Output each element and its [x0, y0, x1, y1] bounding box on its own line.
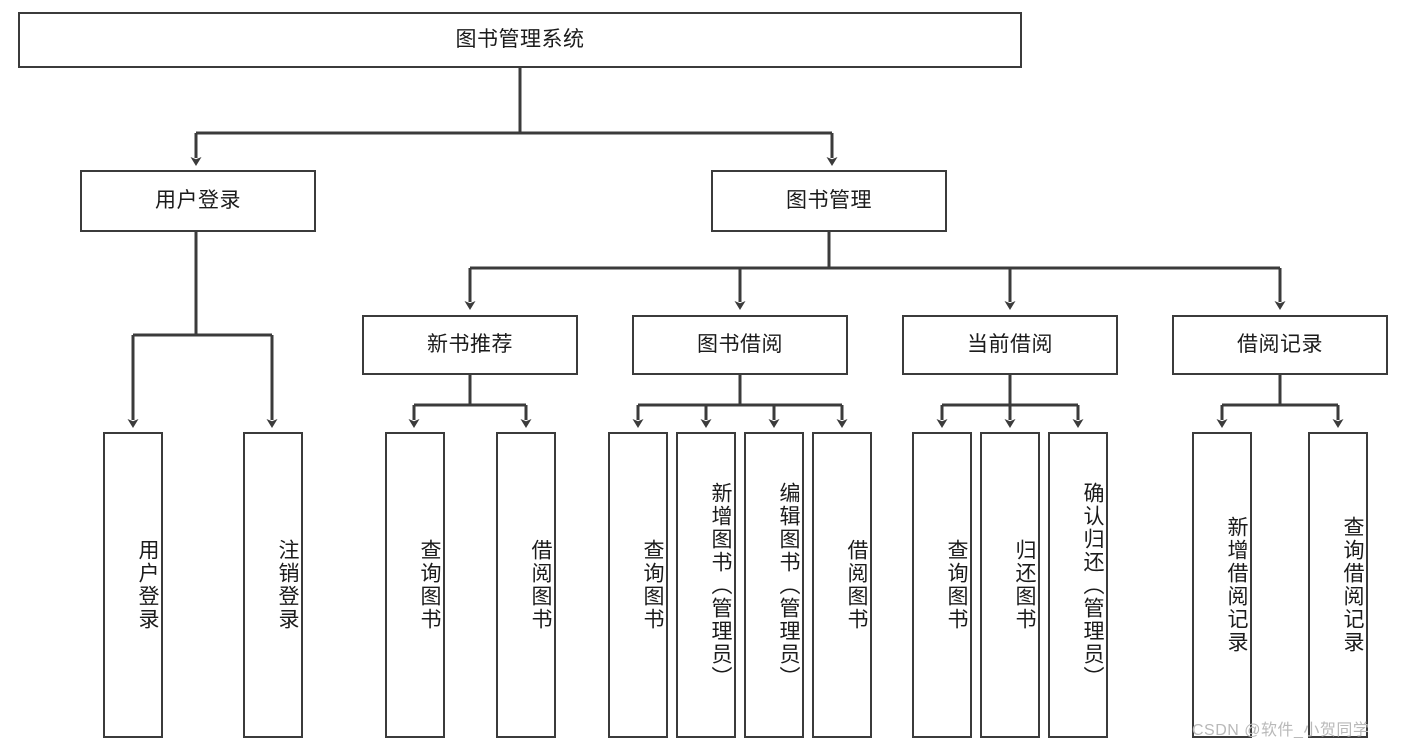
leaf-user-login-logout[interactable]: 注销登录 — [243, 432, 303, 738]
leaf-label: 确认归还（管理员） — [1081, 481, 1104, 689]
leaf-label: 新增图书（管理员） — [709, 481, 732, 689]
leaf-book-borrow-query[interactable]: 查询图书 — [608, 432, 668, 738]
node-root[interactable]: 图书管理系统 — [18, 12, 1022, 68]
leaf-label: 编辑图书（管理员） — [777, 481, 800, 689]
leaf-book-borrow-borrow[interactable]: 借阅图书 — [812, 432, 872, 738]
leaf-label: 查询图书 — [945, 539, 968, 631]
leaf-new-book-query[interactable]: 查询图书 — [385, 432, 445, 738]
leaf-label: 归还图书 — [1013, 539, 1036, 631]
leaf-new-book-borrow[interactable]: 借阅图书 — [496, 432, 556, 738]
node-book-management[interactable]: 图书管理 — [711, 170, 947, 232]
watermark-text: CSDN @软件_小贺同学 — [1192, 722, 1370, 739]
leaf-label: 借阅图书 — [845, 539, 868, 631]
leaf-user-login-login[interactable]: 用户登录 — [103, 432, 163, 738]
node-current-borrow[interactable]: 当前借阅 — [902, 315, 1118, 375]
leaf-borrow-record-add[interactable]: 新增借阅记录 — [1192, 432, 1252, 738]
leaf-current-borrow-confirm[interactable]: 确认归还（管理员） — [1048, 432, 1108, 738]
leaf-current-borrow-return[interactable]: 归还图书 — [980, 432, 1040, 738]
node-user-login[interactable]: 用户登录 — [80, 170, 316, 232]
leaf-label: 借阅图书 — [529, 539, 552, 631]
leaf-book-borrow-add[interactable]: 新增图书（管理员） — [676, 432, 736, 738]
leaf-label: 新增借阅记录 — [1225, 516, 1248, 654]
leaf-current-borrow-query[interactable]: 查询图书 — [912, 432, 972, 738]
leaf-label: 查询借阅记录 — [1341, 516, 1364, 654]
leaf-borrow-record-query[interactable]: 查询借阅记录 — [1308, 432, 1368, 738]
leaf-label: 查询图书 — [641, 539, 664, 631]
node-book-borrow[interactable]: 图书借阅 — [632, 315, 848, 375]
node-borrow-record[interactable]: 借阅记录 — [1172, 315, 1388, 375]
node-new-book-recommend[interactable]: 新书推荐 — [362, 315, 578, 375]
leaf-label: 注销登录 — [276, 539, 299, 631]
leaf-label: 用户登录 — [136, 539, 159, 631]
leaf-label: 查询图书 — [418, 539, 441, 631]
leaf-book-borrow-edit[interactable]: 编辑图书（管理员） — [744, 432, 804, 738]
